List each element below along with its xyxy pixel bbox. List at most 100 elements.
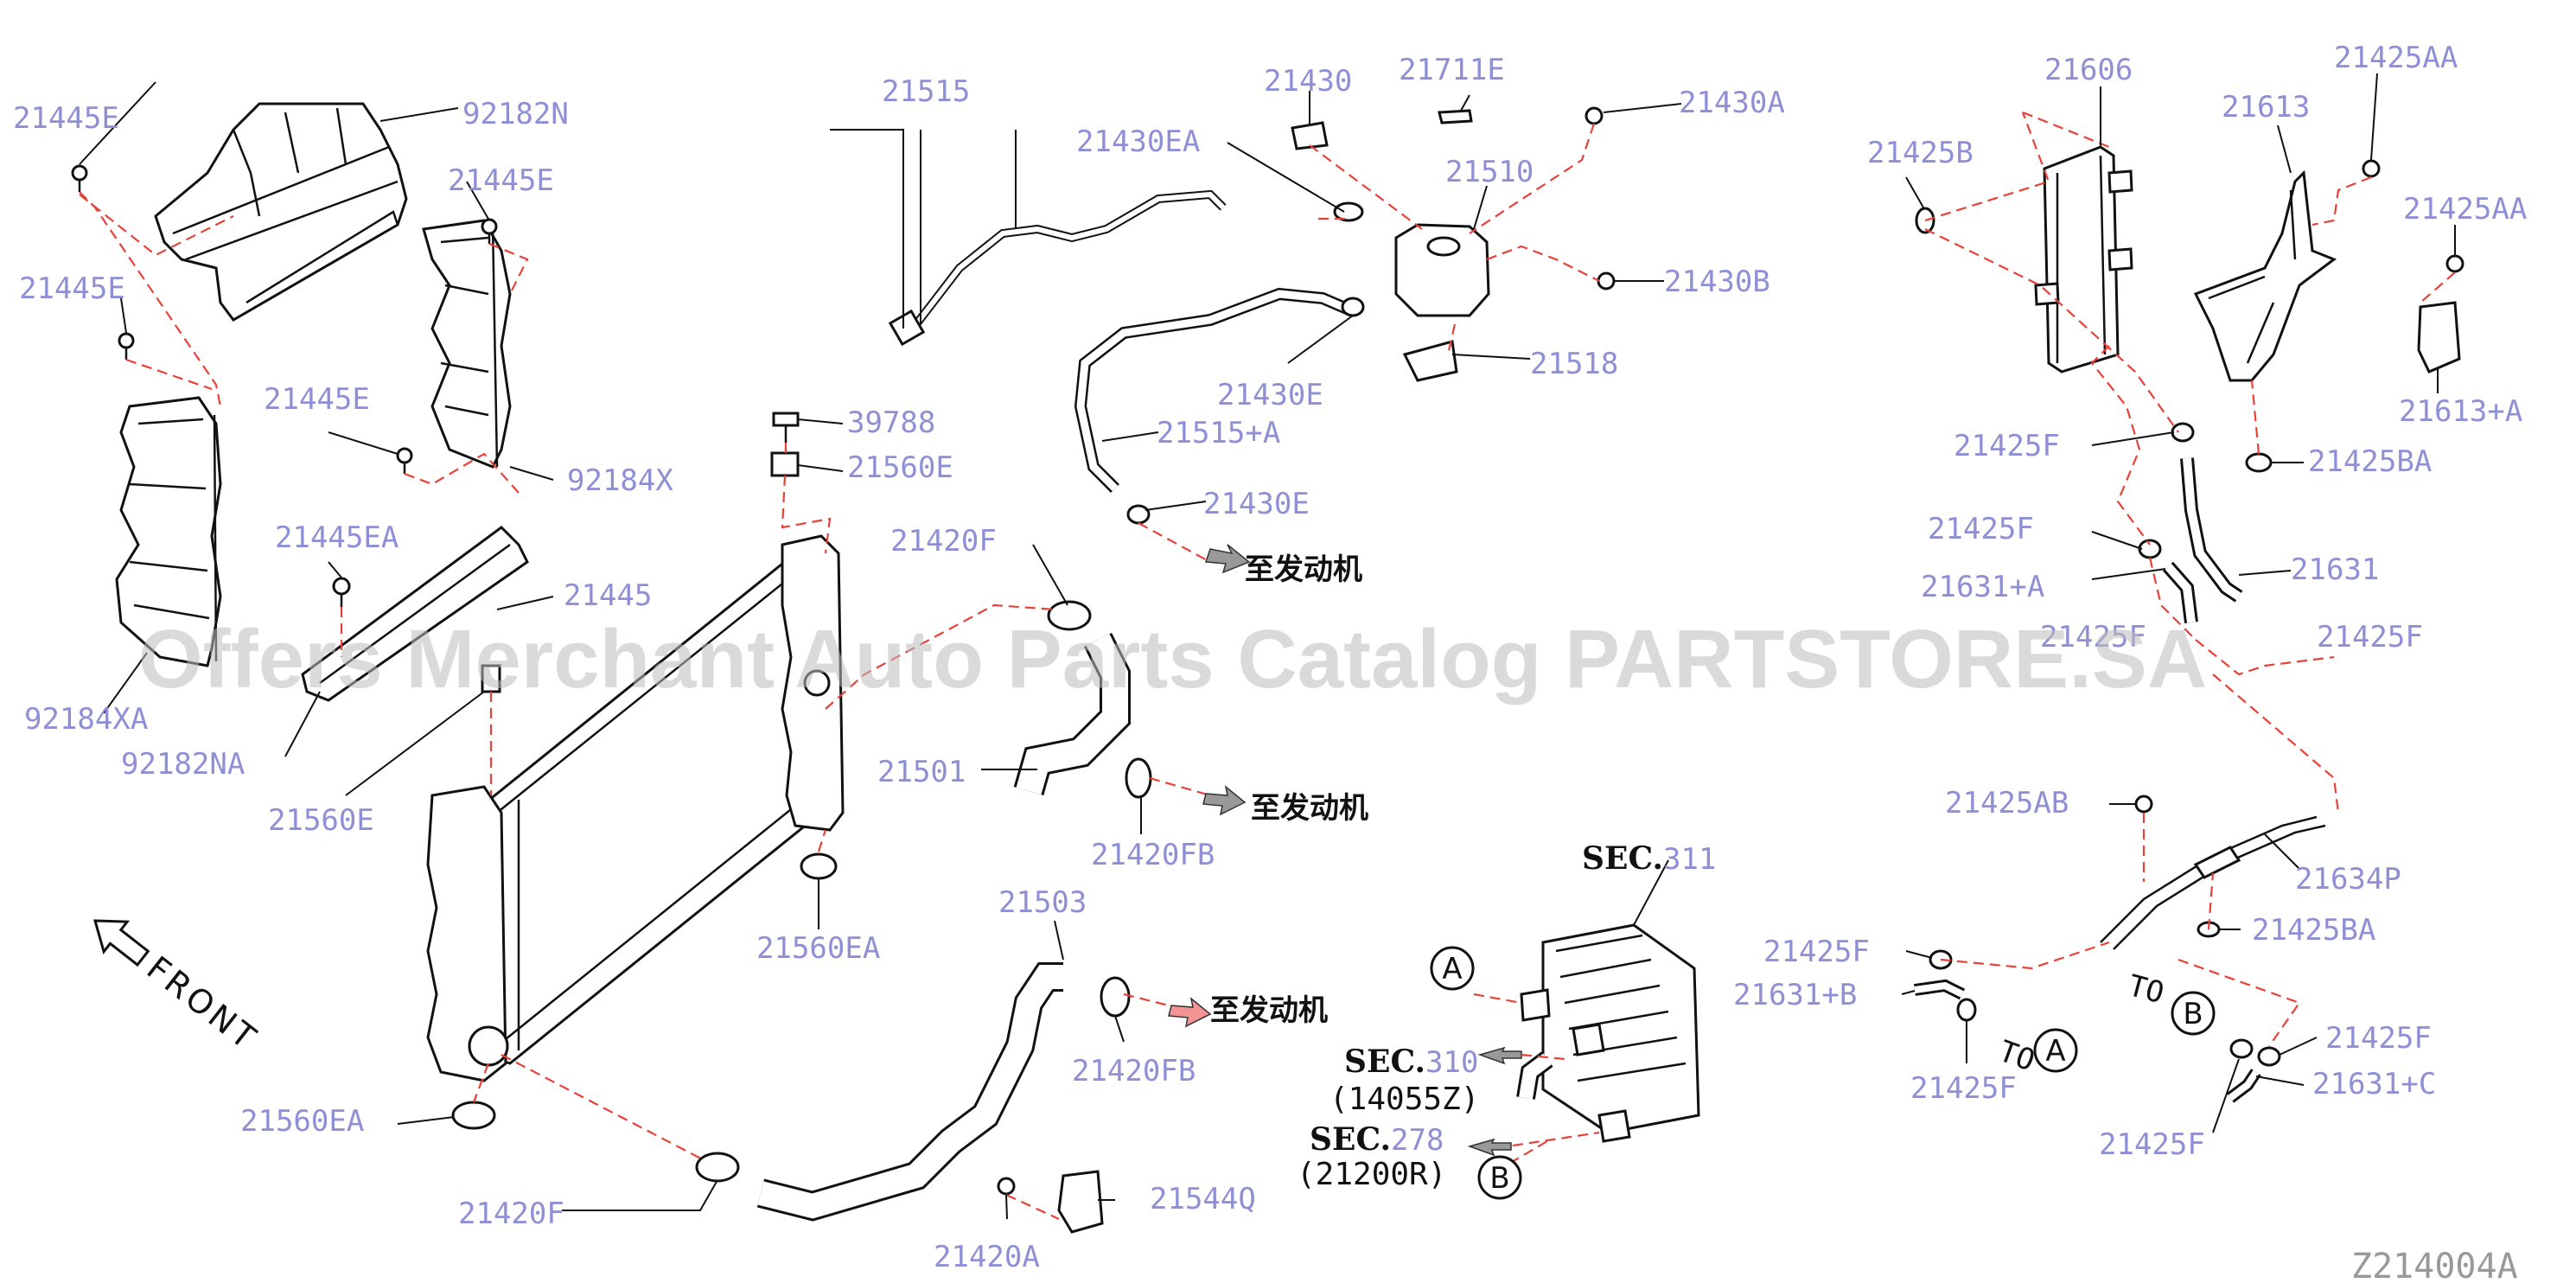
clamp-21420F-b (695, 1152, 740, 1183)
left-dash-lines (79, 191, 832, 1168)
label-21420FB-b: 21420FB (1072, 1054, 1196, 1088)
label-21445E-b: 21445E (448, 163, 554, 198)
mount-21560E-b (770, 451, 800, 477)
label-92182N: 92182N (462, 97, 569, 131)
diagram-code: Z214004A (2351, 1247, 2518, 1283)
label-21560EA-a: 21560EA (756, 931, 880, 966)
mid-dash-lines (825, 603, 1211, 1220)
label-21631: 21631 (2291, 552, 2379, 587)
label-21560EA-b: 21560EA (240, 1104, 364, 1139)
label-21425AA-a: 21425AA (2334, 41, 2458, 75)
clamp-21425F-b (2138, 539, 2162, 559)
front-label: FRONT (140, 948, 265, 1058)
label-21430E-a: 21430E (1217, 378, 1323, 412)
front-arrow: FRONT (93, 919, 265, 1058)
label-92182NA: 92182NA (121, 747, 245, 782)
clamp-21425F-f (1956, 998, 1977, 1022)
bracket-21613A (2417, 301, 2461, 373)
sec310-num: 310 (1425, 1045, 1478, 1080)
hose-21631C (2226, 1069, 2261, 1103)
right-dash-lines (1924, 111, 2456, 1047)
label-21430B: 21430B (1664, 265, 1770, 299)
label-21420FB-a: 21420FB (1091, 838, 1215, 872)
label-21613A: 21613+A (2399, 394, 2522, 429)
label-21560E-a: 21560E (268, 803, 374, 838)
label-21425F-e: 21425F (1763, 935, 1870, 969)
label-21425BA-a: 21425BA (2308, 444, 2432, 479)
leader-lines (79, 73, 2456, 1220)
sec310-prefix: SEC. (1344, 1044, 1425, 1080)
label-21425BA-b: 21425BA (2252, 913, 2375, 948)
label-21425F-d: 21425F (2317, 620, 2423, 654)
clamp-21430E-b (1126, 504, 1151, 525)
clip-21445EA (332, 577, 351, 607)
washer-21425BA-a (2245, 452, 2273, 473)
clamp-21420F-a (1047, 600, 1092, 631)
label-92184X: 92184X (567, 463, 673, 498)
label-21430EA: 21430EA (1076, 124, 1200, 159)
label-sec278-ref: (21200R) (1297, 1157, 1446, 1192)
clip-21445E-c (118, 332, 135, 360)
bolt-39788 (772, 412, 800, 443)
hose-21631 (2180, 457, 2243, 603)
bracket-21518 (1402, 340, 1458, 382)
hose-21631B (1914, 979, 1966, 1000)
label-21420A: 21420A (934, 1240, 1040, 1274)
label-21430E-b: 21430E (1203, 487, 1310, 521)
label-21420F-a: 21420F (890, 524, 997, 559)
label-21425F-c: 21425F (2040, 620, 2146, 654)
part-labels: 21445E 92182N 21445E 21445E 21445E 92184… (13, 41, 2527, 1274)
clamp-21420FB-a (1125, 757, 1152, 799)
hose-21515A (1074, 287, 1355, 493)
arrow-to-engine-c (1168, 997, 1212, 1028)
arrow-to-engine-a (1204, 544, 1251, 574)
clip-21445E-d (396, 447, 413, 474)
air-guide-upper (154, 102, 408, 322)
circle-b-label: B (1489, 1161, 1509, 1196)
sec278-num: 278 (1391, 1123, 1444, 1158)
label-21560E-b: 21560E (847, 450, 953, 485)
label-21430A: 21430A (1679, 86, 1785, 120)
label-to-engine-a: 至发动机 (1245, 552, 1362, 587)
label-21631B: 21631+B (1733, 978, 1857, 1012)
arrow-to-engine-b (1202, 785, 1247, 816)
label-21503: 21503 (998, 885, 1087, 920)
label-sec310: SEC.310 (1344, 1044, 1478, 1080)
label-21425AA-b: 21425AA (2403, 192, 2527, 227)
label-sec311: SEC.311 (1582, 840, 1716, 877)
label-21631A: 21631+A (1921, 570, 2044, 604)
sec311-prefix: SEC. (1582, 840, 1663, 877)
hose-21515 (888, 189, 1227, 347)
radiator (426, 534, 845, 1082)
lower-support-plate (301, 526, 529, 702)
label-21430: 21430 (1264, 64, 1352, 99)
clip-21445E-a (71, 164, 88, 192)
label-92184XA: 92184XA (24, 702, 148, 737)
bolt-21430B (1597, 271, 1616, 290)
hose-21503 (756, 962, 1063, 1222)
label-21518: 21518 (1530, 347, 1618, 381)
label-21445EA: 21445EA (275, 520, 399, 555)
label-21425F-h: 21425F (2099, 1127, 2205, 1162)
clamp-21425F-a (2171, 422, 2195, 443)
label-to-engine-c: 至发动机 (1210, 993, 1328, 1028)
sec311-num: 311 (1663, 842, 1716, 877)
label-39788: 39788 (847, 405, 935, 440)
label-to-b: TO (2125, 968, 2168, 1011)
hose-21631A (2162, 561, 2198, 623)
label-21510: 21510 (1445, 155, 1533, 189)
cap-21430 (1291, 121, 1329, 150)
circle-a-label: A (1442, 952, 1462, 986)
label-21425F-a: 21425F (1954, 429, 2060, 463)
label-21711E (1438, 109, 1473, 124)
bolt-21425AB (2134, 795, 2153, 814)
mount-21560EA-b (451, 1101, 496, 1130)
air-guide-side-left (115, 396, 222, 667)
label-sec310-ref: (14055Z) (1329, 1082, 1479, 1117)
label-21445E-a: 21445E (13, 101, 119, 136)
callout-circle-a-to: A (2033, 1028, 2078, 1073)
oil-cooler-21606 (2034, 145, 2133, 373)
center-dash-lines (1138, 123, 1600, 563)
pipe-21634P (2100, 815, 2326, 950)
to-a-circle-label: A (2045, 1034, 2065, 1069)
